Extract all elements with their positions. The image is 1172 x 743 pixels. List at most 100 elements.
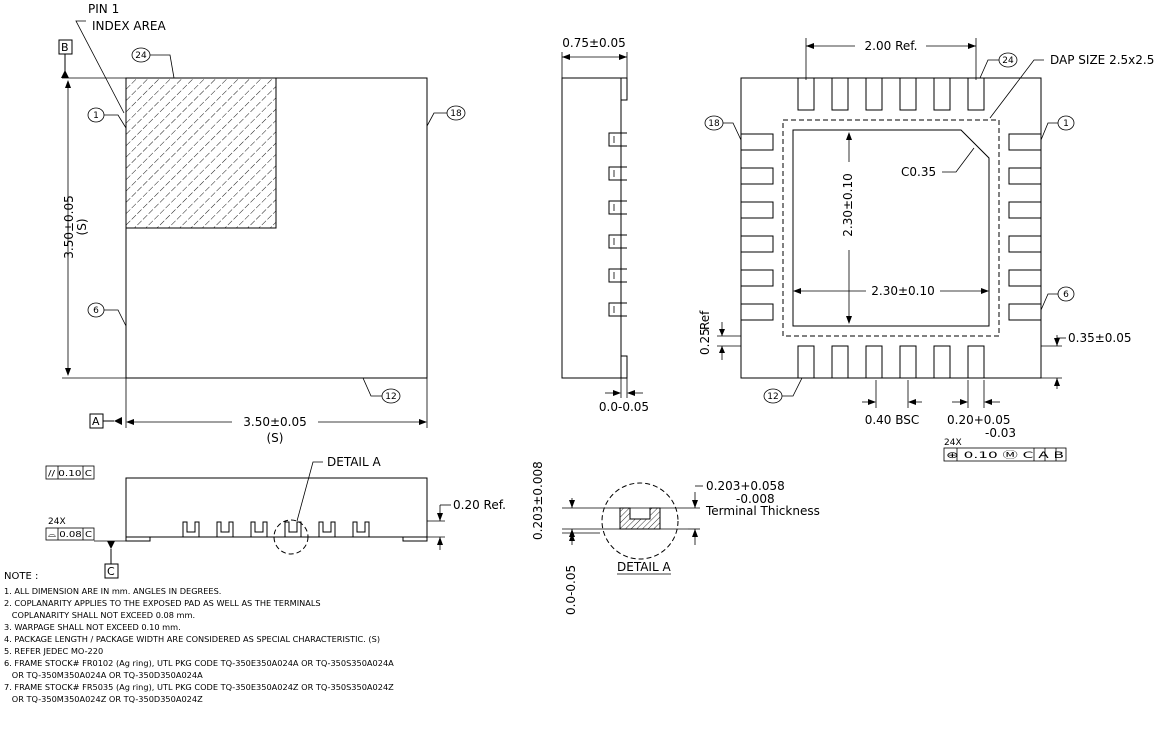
pin1-label-line1: PIN 1 (88, 2, 119, 16)
lead-pad (797, 345, 815, 379)
lead-pad (1008, 303, 1042, 321)
pitch-ref-text: 2.00 Ref. (865, 39, 918, 53)
lead-pad (831, 77, 849, 111)
top-pin24-label: 24 (135, 51, 147, 61)
dap-width-text: 2.30±0.10 (871, 284, 935, 298)
notes-heading: NOTE : (4, 571, 39, 582)
note-line: 3. WARPAGE SHALL NOT EXCEED 0.10 mm. (4, 622, 181, 632)
front-lead (216, 521, 234, 537)
lead-pad (865, 77, 883, 111)
bottom-pin6-label: 6 (1063, 290, 1069, 300)
lead-pad (933, 77, 951, 111)
lead-pad (740, 167, 774, 185)
ref-025-text: 0.25 (698, 328, 712, 355)
lead-pad (1008, 235, 1042, 253)
exposed-pad (792, 129, 990, 327)
lead-pad (740, 133, 774, 151)
height-dim-text: 3.50±0.05 (62, 195, 76, 259)
pitch-bsc-text: 0.40 BSC (865, 413, 920, 427)
side-view: 0.75±0.05 0.0-0.05 (561, 36, 649, 414)
detail-a-title: DETAIL A (617, 560, 671, 574)
notes-section: NOTE : 1. ALL DIMENSION ARE IN mm. ANGLE… (4, 571, 624, 705)
lead-pad (740, 303, 774, 321)
lead-length-text: 0.35±0.05 (1068, 331, 1132, 345)
coplanarity-frame (45, 527, 95, 541)
coplanarity-prefix: 24X (48, 517, 66, 527)
terminal-thickness-label: Terminal Thickness (705, 504, 820, 518)
side-view-leads (608, 132, 627, 317)
bottom-view-body (740, 77, 1042, 379)
pin1-index-area (125, 77, 277, 229)
coplanarity-text: ⌓ 0.08 C (48, 530, 93, 539)
bottom-pin1-label: 1 (1063, 119, 1069, 129)
bottom-view: 2.00 Ref. 24 DAP SIZE 2.5x2.5 1 18 6 12 … (698, 38, 1154, 462)
position-tolerance-frame (943, 447, 1067, 462)
lead-pad (797, 77, 815, 111)
pin1-leader (75, 20, 125, 114)
note-line: OR TQ-350M350A024A OR TQ-350D350A024A (4, 670, 203, 680)
front-view-leads (182, 521, 370, 537)
width-dim-s: (S) (267, 431, 284, 445)
standoff-dim-text: 0.0-0.05 (599, 400, 649, 414)
lead-pad (740, 235, 774, 253)
detail-a-outline (601, 482, 679, 560)
detail-a-label: DETAIL A (327, 455, 381, 469)
datum-a-triangle (114, 417, 122, 425)
chamfer-text: C0.35 (901, 165, 936, 179)
dap-size-text: DAP SIZE 2.5x2.5 (1050, 53, 1154, 67)
top-pin6-label: 6 (93, 306, 99, 316)
ref-020-text: 0.20 Ref. (453, 498, 506, 512)
lead-pad (865, 345, 883, 379)
side-lead (608, 132, 627, 147)
note-line: 5. REFER JEDEC MO-220 (4, 646, 104, 656)
height-dim-s: (S) (75, 219, 89, 236)
pin1-label-line2: INDEX AREA (92, 19, 167, 33)
lead-pad (1008, 201, 1042, 219)
front-lead (182, 521, 200, 537)
flatness-frame (45, 465, 95, 480)
lead-pad (1008, 269, 1042, 287)
ref-025-label: Ref (698, 310, 712, 330)
lead-pad (1008, 167, 1042, 185)
terminal-section (619, 507, 661, 530)
front-view-body (125, 477, 428, 538)
width-dim-text: 3.50±0.05 (243, 415, 307, 429)
note-line: 6. FRAME STOCK# FR0102 (Ag ring), UTL PK… (4, 658, 394, 668)
terminal-height-text: 0.203±0.008 (531, 461, 545, 540)
bottom-view-leads (740, 77, 1042, 379)
top-view: PIN 1 INDEX AREA B 3.50±0.05 (S) A 3. (58, 2, 466, 445)
datum-b-triangle (61, 70, 69, 78)
lead-pad (967, 345, 985, 379)
lead-pad (1008, 133, 1042, 151)
bottom-pin12-label: 12 (767, 392, 778, 402)
side-view-body (561, 77, 622, 379)
lead-width-text: 0.20+0.05 (947, 413, 1011, 427)
detail-a-circle (273, 519, 309, 555)
datum-c-triangle (107, 541, 115, 549)
front-lead (318, 521, 336, 537)
side-lead (608, 200, 627, 215)
terminal-thickness-text: 0.203+0.058 (706, 479, 785, 493)
lead-pad (899, 345, 917, 379)
top-pin18-label: 18 (450, 109, 462, 119)
side-lead (608, 302, 627, 317)
datum-b-label: B (61, 41, 69, 54)
side-lead (608, 268, 627, 283)
dap-height-text: 2.30±0.10 (841, 173, 855, 237)
lead-pad (831, 345, 849, 379)
top-pin12-label: 12 (385, 392, 396, 402)
note-line: 4. PACKAGE LENGTH / PACKAGE WIDTH ARE CO… (4, 634, 381, 644)
front-lead (284, 521, 302, 537)
flatness-text: // 0.10 C (48, 469, 93, 478)
front-lead (352, 521, 370, 537)
bottom-pin24-label: 24 (1002, 56, 1014, 66)
datum-a-label: A (92, 415, 100, 428)
lead-pad (740, 269, 774, 287)
datum-c-box (104, 563, 119, 579)
note-line: 7. FRAME STOCK# FR5035 (Ag ring), UTL PK… (4, 682, 394, 692)
thickness-dim-text: 0.75±0.05 (562, 36, 626, 50)
bottom-pin18-label: 18 (708, 119, 720, 129)
dap-outline (782, 119, 1000, 337)
lead-width-tol: -0.03 (985, 426, 1016, 440)
